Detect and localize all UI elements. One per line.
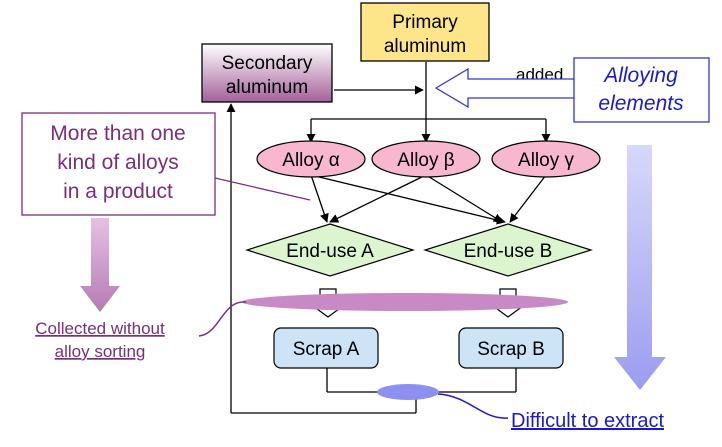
scrap-a-node: Scrap A: [273, 327, 379, 369]
collected-label-group: Collected without alloy sorting: [35, 301, 247, 361]
difficult-label-group: Difficult to extract: [437, 393, 664, 432]
callout-line-2: kind of alloys: [57, 151, 178, 174]
blue-down-arrow: [614, 145, 666, 390]
secondary-line-2: aluminum: [226, 77, 308, 98]
scrap-b-node: Scrap B: [458, 327, 564, 369]
enduse-a-node: End-use A: [244, 223, 416, 277]
secondary-aluminum-node: Secondary aluminum: [201, 43, 333, 103]
alloy-gamma-label: Alloy γ: [518, 150, 574, 171]
enduse-a-label: End-use A: [286, 241, 374, 262]
difficult-label: Difficult to extract: [511, 410, 664, 432]
alloy-beta-label: Alloy β: [397, 150, 454, 171]
secondary-line-1: Secondary: [222, 53, 313, 74]
collected-line-1: Collected without: [35, 319, 165, 338]
alloy-gamma-node: Alloy γ: [491, 140, 601, 178]
enduse-b-label: End-use B: [464, 241, 553, 262]
merge-highlight: [377, 384, 439, 400]
purple-down-arrow: [80, 218, 120, 312]
alloying-line-1: Alloying: [602, 64, 678, 87]
enduse-b-node: End-use B: [422, 223, 594, 277]
alloy-alpha-label: Alloy α: [282, 150, 339, 171]
callout-line-1: More than one: [50, 122, 185, 145]
callout-line-3: in a product: [63, 180, 173, 203]
scrap-b-label: Scrap B: [477, 339, 545, 360]
alloy-beta-node: Alloy β: [371, 140, 481, 178]
collection-band: [242, 293, 568, 311]
primary-line-1: Primary: [392, 12, 458, 33]
primary-aluminum-node: Primary aluminum: [360, 2, 490, 62]
alloy-alpha-node: Alloy α: [256, 140, 366, 178]
alloying-line-2: elements: [598, 92, 684, 115]
scrap-a-label: Scrap A: [293, 339, 360, 360]
multi-alloy-callout: More than one kind of alloys in a produc…: [21, 112, 311, 216]
primary-line-2: aluminum: [384, 36, 466, 57]
collected-line-2: alloy sorting: [55, 342, 146, 361]
alloying-box: [573, 57, 710, 123]
